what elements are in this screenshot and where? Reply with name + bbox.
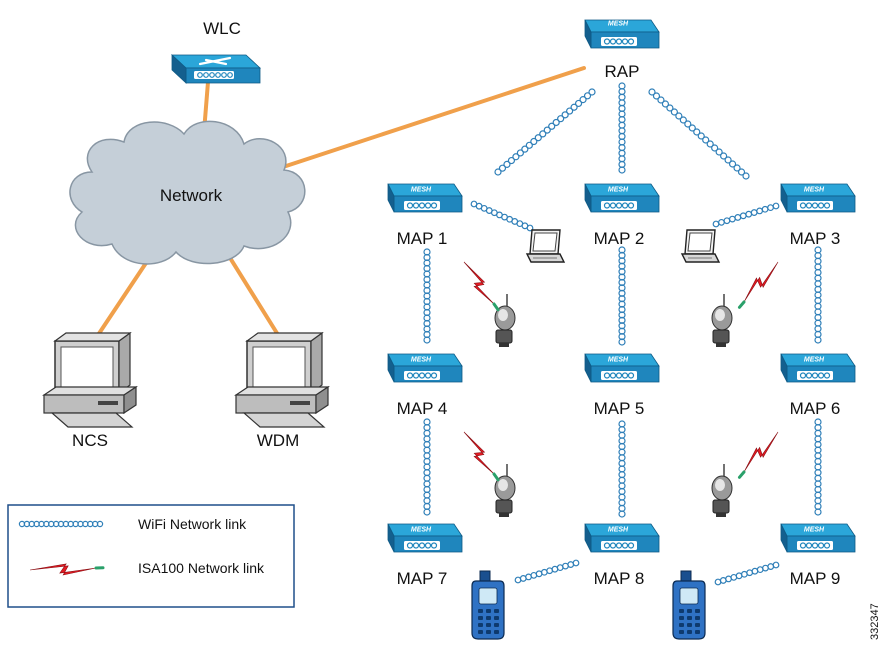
legend-isa-label: ISA100 Network link: [138, 560, 265, 576]
wifi-link: [649, 89, 749, 179]
figure-id: 332347: [869, 603, 881, 640]
map-node: MESH MAP 5: [585, 354, 659, 418]
map-label: MAP 3: [790, 229, 841, 248]
ap-badge: MESH: [804, 357, 825, 364]
rap-access-point: MESH RAP: [585, 20, 659, 81]
isa100-link: [464, 262, 494, 304]
map-node: MESH MAP 3: [781, 184, 855, 248]
isa100-link: [464, 432, 494, 474]
isa100-link-tip: [494, 474, 498, 480]
wifi-link: [815, 419, 821, 515]
isa100-link: [744, 432, 778, 472]
wired-link-network-rap: [280, 68, 584, 168]
wifi-link: [715, 562, 779, 585]
laptop-icon: [682, 230, 719, 262]
cloud-label: Network: [160, 186, 223, 205]
wifi-link: [495, 89, 595, 175]
network-cloud: Network: [70, 121, 305, 264]
map-label: MAP 8: [594, 569, 645, 588]
isa100-link-tip: [739, 302, 744, 307]
ap-badge: MESH: [411, 527, 432, 534]
isa100-link-tip: [739, 472, 744, 477]
wifi-link: [619, 83, 625, 173]
map-label: MAP 1: [397, 229, 448, 248]
wireless-sensor-icon: [495, 464, 515, 517]
wifi-link: [424, 249, 430, 343]
map-label: MAP 6: [790, 399, 841, 418]
wifi-link: [424, 419, 430, 515]
ap-badge: MESH: [608, 357, 629, 364]
wifi-link: [471, 201, 533, 231]
wireless-sensor-icon: [495, 294, 515, 347]
map-node: MESH MAP 9: [781, 524, 855, 588]
map-label: MAP 2: [594, 229, 645, 248]
handheld-phone-icon: [472, 571, 504, 639]
map-node: MESH MAP 1: [388, 184, 462, 248]
wifi-links: [424, 83, 821, 585]
wifi-link: [619, 247, 625, 345]
ap-badge: MESH: [411, 187, 432, 194]
map-label: MAP 9: [790, 569, 841, 588]
wlc-label: WLC: [203, 19, 241, 38]
wireless-sensor-icon: [712, 294, 732, 347]
legend-wifi-label: WiFi Network link: [138, 516, 247, 532]
laptop-icon: [527, 230, 564, 262]
ap-badge: MESH: [411, 357, 432, 364]
wifi-link: [619, 421, 625, 517]
map-node: MESH MAP 4: [388, 354, 462, 418]
ap-badge: MESH: [804, 527, 825, 534]
wifi-link: [713, 203, 779, 227]
map-label: MAP 7: [397, 569, 448, 588]
wireless-sensor-icon: [712, 464, 732, 517]
ncs-workstation-icon: [44, 333, 136, 427]
wifi-link: [815, 247, 821, 343]
isa100-link-tip: [494, 304, 498, 310]
rap-label: RAP: [605, 62, 640, 81]
ap-badge: MESH: [608, 527, 629, 534]
ap-badge: MESH: [608, 21, 629, 28]
legend: WiFi Network link ISA100 Network link: [8, 505, 294, 607]
map-node: MESH MAP 2: [585, 184, 659, 248]
handheld-phone-icon: [673, 571, 705, 639]
map-label: MAP 5: [594, 399, 645, 418]
wifi-link: [515, 560, 579, 583]
ap-badge: MESH: [804, 187, 825, 194]
map-node: MESH MAP 6: [781, 354, 855, 418]
map-node: MESH MAP 8: [585, 524, 659, 588]
ap-badge: MESH: [608, 187, 629, 194]
ncs-label: NCS: [72, 431, 108, 450]
map-label: MAP 4: [397, 399, 448, 418]
wlc-icon: [172, 55, 260, 83]
map-node: MESH MAP 7: [388, 524, 462, 588]
wdm-workstation-icon: [236, 333, 328, 427]
wdm-label: WDM: [257, 431, 299, 450]
isa100-link: [744, 262, 778, 302]
